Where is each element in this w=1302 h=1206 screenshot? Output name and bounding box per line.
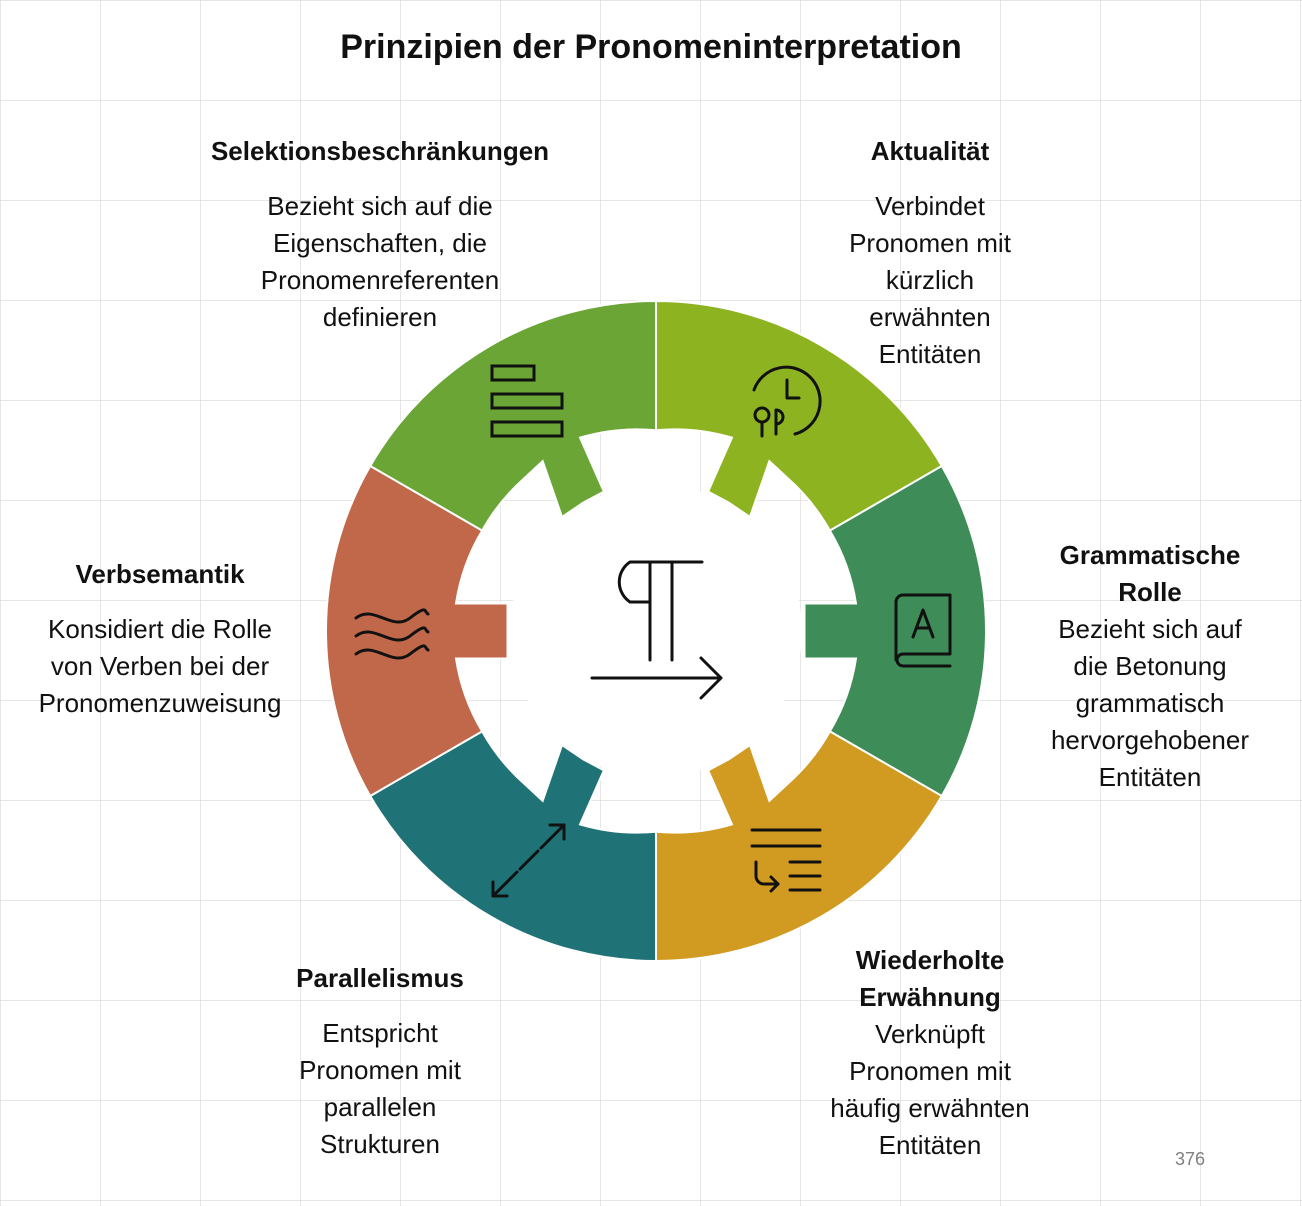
text-return-icon [750,828,822,893]
book-a-icon [894,593,952,668]
section-heading: Aktualität [870,136,990,166]
segment-aktualitaet [655,299,944,532]
section-description: Verbindet Pronomen mit kürzlich erwähnte… [849,191,1011,369]
section-heading: Selektionsbeschränkungen [210,136,550,166]
section-verbsemantik: Verbsemantik Konsidiert die Rolle von Ve… [10,556,310,722]
section-heading: Wiederholte Erwähnung [855,945,1005,1012]
page-title: Prinzipien der Pronomeninterpretation [340,28,962,66]
wheel-segments [325,299,987,963]
segment-parallelismus [368,730,657,963]
bars-icon [490,364,564,438]
section-description: Entspricht Pronomen mit parallelen Struk… [299,1018,461,1159]
section-heading: Parallelismus [296,963,464,993]
section-description: Bezieht sich auf die Betonung grammatisc… [1050,614,1250,792]
section-heading: Verbsemantik [75,559,245,589]
section-grammatisch: Grammatische Rolle Bezieht sich auf die … [1010,537,1290,796]
page-number: 376 [1174,1149,1206,1169]
section-description: Verknüpft Pronomen mit häufig erwähnten … [830,1019,1030,1160]
section-description: Bezieht sich auf die Eigenschaften, die … [260,191,500,332]
section-heading: Grammatische Rolle [1059,540,1241,607]
section-description: Konsidiert die Rolle von Verben bei der … [38,614,282,718]
section-selektion: Selektionsbeschränkungen Bezieht sich au… [180,133,580,336]
clock-people-icon [752,365,822,438]
diagonal-arrows-icon [491,823,566,898]
section-aktualitaet: Aktualität Verbindet Pronomen mit kürzli… [790,133,1070,373]
pilcrow-arrow-icon [590,560,723,700]
section-wiederholt: Wiederholte Erwähnung Verknüpft Pronomen… [780,942,1080,1164]
section-parallelismus: Parallelismus Entspricht Pronomen mit pa… [230,960,530,1163]
waves-icon [354,608,430,660]
center-circle [510,485,802,777]
